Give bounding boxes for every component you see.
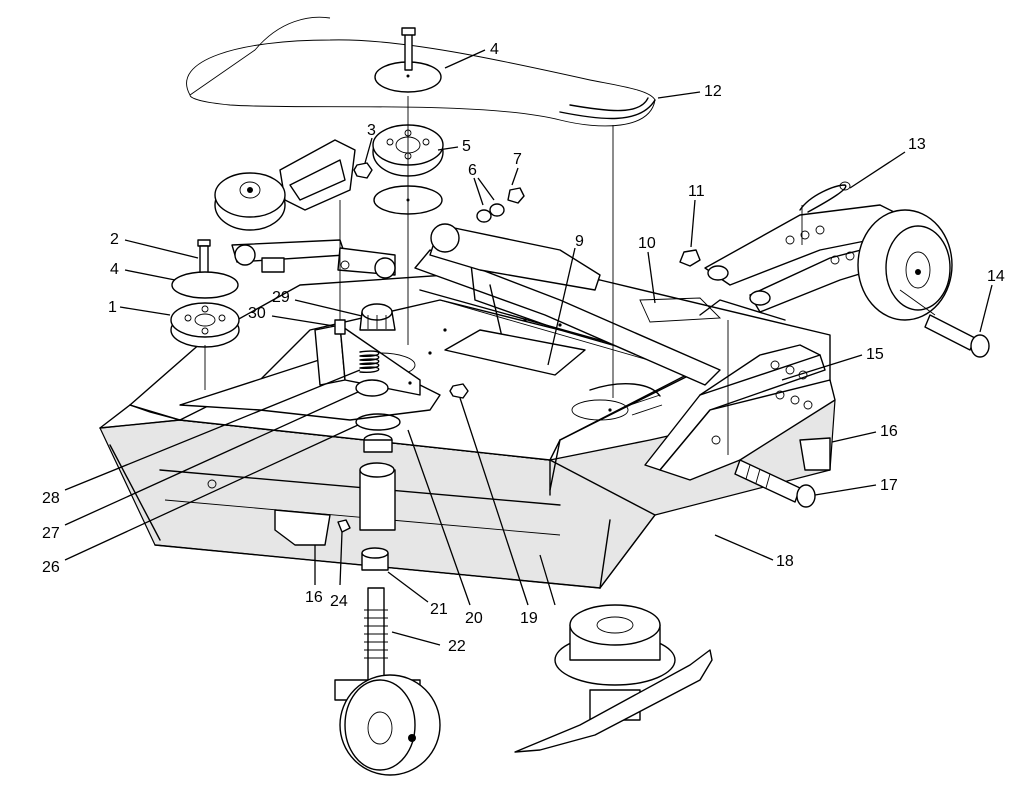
spacers-22	[364, 587, 388, 681]
callout-24: 24	[330, 593, 348, 610]
nut-3	[353, 162, 373, 179]
pin-14	[924, 314, 990, 358]
caster-tube-20	[359, 462, 396, 531]
idler-arm-assembly	[214, 139, 356, 231]
washer-4-top	[374, 27, 442, 93]
hitch-bracket	[644, 299, 836, 481]
callout-21: 21	[430, 601, 448, 618]
callout-6: 6	[468, 162, 477, 179]
callout-2: 2	[110, 231, 119, 248]
blade-spindle-assembly	[554, 604, 676, 721]
bolt-17	[734, 459, 816, 508]
callout-9: 9	[575, 233, 584, 250]
callout-5: 5	[462, 138, 471, 155]
washer-27	[355, 379, 389, 397]
callout-27: 27	[42, 525, 60, 542]
gauge-wheel-right	[857, 209, 953, 321]
spring-28	[359, 350, 380, 373]
fitting-30	[334, 319, 346, 335]
callout-29: 29	[272, 289, 290, 306]
callout-18: 18	[776, 553, 794, 570]
callout-19: 19	[520, 610, 538, 627]
callout-10: 10	[638, 235, 656, 252]
fitting-24	[337, 519, 351, 533]
snap-ring-26	[355, 413, 401, 431]
mower-blade	[514, 649, 713, 753]
mower-deck	[99, 249, 836, 589]
pivot-pin-arm	[429, 187, 601, 291]
callout-20: 20	[465, 610, 483, 627]
washer-4-left	[171, 271, 239, 299]
assembly-reference-lines	[204, 96, 936, 455]
callout-17: 17	[880, 477, 898, 494]
callout-13: 13	[908, 136, 926, 153]
callout-4-top: 4	[490, 41, 499, 58]
callout-labels: 4 12 3 5 7 6 13 11 2 9 10 4 14 1 29 30 1…	[42, 41, 1005, 655]
callout-14: 14	[987, 268, 1005, 285]
hydraulic-cylinder	[231, 239, 396, 279]
callout-7: 7	[513, 151, 522, 168]
callout-26: 26	[42, 559, 60, 576]
bushing-upper	[363, 433, 393, 453]
callout-3: 3	[367, 122, 376, 139]
callout-22: 22	[448, 638, 466, 655]
callout-11: 11	[688, 183, 705, 200]
callout-15: 15	[866, 346, 884, 363]
grease-cap-29	[359, 303, 396, 331]
callout-4-left: 4	[110, 261, 119, 278]
belt-12	[186, 16, 656, 127]
bushing-21	[361, 547, 389, 571]
nut-11	[679, 249, 701, 267]
callout-12: 12	[704, 83, 722, 100]
caster-wheel	[334, 674, 441, 776]
callout-1: 1	[108, 299, 117, 316]
hairpin-13	[799, 181, 851, 213]
callout-30: 30	[248, 305, 266, 322]
callout-16-left: 16	[305, 589, 323, 606]
pulley-1	[170, 302, 240, 348]
callout-leaders	[64, 49, 993, 646]
nut-19	[449, 383, 469, 399]
callout-28: 28	[42, 490, 60, 507]
callout-16-right: 16	[880, 423, 898, 440]
